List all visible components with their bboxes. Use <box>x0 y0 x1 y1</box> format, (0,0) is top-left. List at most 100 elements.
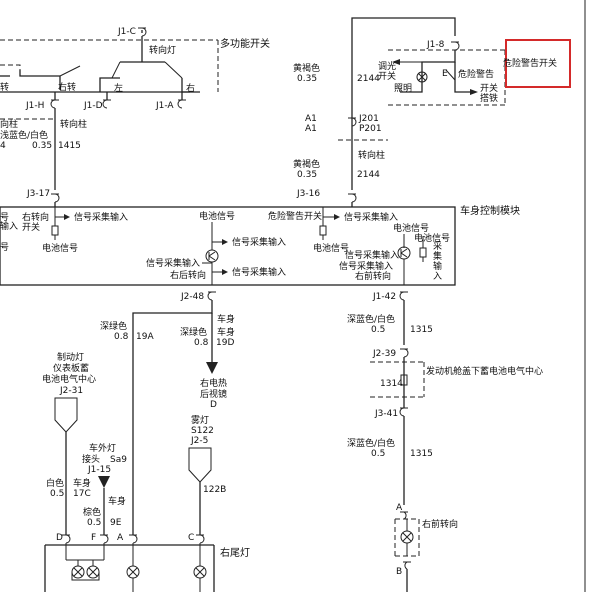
switch-blade-mid <box>111 61 121 79</box>
left-wire-gauge: 0.35 <box>32 141 52 151</box>
bcm-left-arrow-icon <box>64 214 70 220</box>
gauge-08b: 0.8 <box>194 338 209 348</box>
hazard-title-highlight <box>505 39 571 88</box>
tail-pin-f-shape <box>100 534 109 544</box>
front-turn-lamp-cross <box>402 532 412 542</box>
switch-blade-left <box>59 65 81 77</box>
tail-light-label: 右尾灯 <box>220 546 250 559</box>
hazard-wire-circuit-top: 2144 <box>357 74 380 84</box>
left-wire-gauge-cut: 4 <box>0 141 6 151</box>
switch-link-left <box>0 64 21 72</box>
bcm-box <box>0 206 456 286</box>
resistor-right-icon <box>319 225 327 236</box>
dk-green-label2: 深绿色 <box>180 326 207 338</box>
dimmer-label1: 调光 <box>378 60 396 72</box>
right-rear-turn-label: 右后转向 <box>170 269 206 281</box>
j2-48-pin <box>207 291 216 301</box>
ext-light-sa9: Sa9 <box>110 455 127 465</box>
lamp-cross <box>418 73 426 81</box>
bcm-mid-arrow3-icon <box>222 269 228 275</box>
bcm-cut3: 号 <box>0 242 9 253</box>
gauge-05a: 0.5 <box>371 325 385 335</box>
bcm-signal-input-3: 信号采集输入 <box>146 257 200 269</box>
circuit-19a: 19A <box>136 332 154 342</box>
j1a-pin <box>177 99 186 109</box>
right-front-turn-label: 右前转向 <box>355 270 391 282</box>
wire-19a <box>132 300 213 535</box>
right-turn-label: 右转 <box>58 81 76 93</box>
heated-mirror-1: 右电热 <box>200 377 227 389</box>
lamp-grounds <box>132 578 201 592</box>
tail-internal-wires <box>65 543 201 566</box>
underhood-label: 发动机舱盖下蓄电池电气中心 <box>426 365 543 377</box>
lamp-icon <box>416 71 428 83</box>
j1-42-pin <box>399 291 408 301</box>
stop-lamp-cross <box>73 567 83 577</box>
dual-lamp-leads <box>77 560 94 566</box>
tail-lamp-cross <box>88 567 98 577</box>
body-b-label: 车身 <box>217 326 235 338</box>
heated-mirror-pin: D <box>210 400 217 410</box>
pin-j2-39: J2-39 <box>372 349 396 359</box>
right-turn-switch-label2: 开关 <box>22 221 40 233</box>
hazard-label: 危险警告 <box>458 68 494 80</box>
gauge-05b: 0.5 <box>371 449 385 459</box>
bcm-signal-input-5: 信号采集输入 <box>344 211 398 223</box>
e-mark: E <box>442 69 448 79</box>
pin-j3-41: J3-41 <box>374 409 398 419</box>
tail-pin-d: D <box>56 533 63 543</box>
fog-label2: S122 <box>191 426 214 436</box>
circuit-122b: 122B <box>203 485 226 495</box>
pin-b-front: B <box>396 567 402 577</box>
right-turn-switch-label1: 右转向 <box>22 211 49 223</box>
left-turn-cut-label: 转 <box>0 81 9 93</box>
left-wire-color: 浅蓝色/白色 <box>0 129 48 141</box>
pin-j2-48: J2-48 <box>180 292 204 302</box>
hazard-column-label: 转向柱 <box>358 149 385 161</box>
body-c-label: 车身 <box>73 477 91 489</box>
collect-3: 输 <box>433 260 442 272</box>
heated-mirror-2: 后视镜 <box>200 388 227 400</box>
tail-pin-c: C <box>188 533 194 543</box>
j3-17-pin <box>51 193 60 203</box>
left-contact-pad <box>99 77 120 92</box>
bcm-hazard-switch-label: 危险警告开关 <box>268 210 322 222</box>
j1d-pin <box>102 99 111 109</box>
bcm-mid-arrow1-icon <box>222 239 228 245</box>
bcm-signal-input-1: 信号采集输入 <box>74 211 128 223</box>
fog-lamp-cross <box>195 567 205 577</box>
fog-pin: J2-5 <box>190 436 208 446</box>
fog-fuse-icon <box>188 447 212 483</box>
body-d-label: 车身 <box>108 495 126 507</box>
ext-light-pin: J1-15 <box>87 465 111 475</box>
front-turn-pin-a <box>400 511 408 520</box>
gauge-05br: 0.5 <box>87 518 101 528</box>
left-contact <box>19 70 61 90</box>
collect-1: 采 <box>433 241 442 252</box>
pin-j3-17: J3-17 <box>26 189 50 199</box>
bcm-battery-signal-5: 电池信号 <box>414 232 450 244</box>
dk-blue-label2: 深蓝色/白色 <box>347 437 395 449</box>
right-label: 右 <box>186 82 195 94</box>
dual-lamp-bracket <box>71 572 100 581</box>
pin-j1-a: J1-A <box>155 101 174 111</box>
bcm-battery-signal-4: 电池信号 <box>393 222 429 234</box>
brake-label1: 制动灯 <box>57 351 84 363</box>
dk-green-label: 深绿色 <box>100 320 127 332</box>
j1h-pin <box>50 99 59 109</box>
hazard-wire-gauge-bottom: 0.35 <box>297 170 317 180</box>
steering-column-label: 转向柱 <box>60 118 87 130</box>
bcm-cut1: 号 <box>0 212 9 223</box>
switch-ground-label2: 搭铁 <box>480 92 498 104</box>
pin-j1-42: J1-42 <box>372 292 396 302</box>
left-wire-label1: 向柱 <box>0 118 18 130</box>
resistor-right2-icon <box>419 247 427 258</box>
bcm-battery-signal-1: 电池信号 <box>42 242 78 254</box>
connector-j1-c: J1-C <box>117 27 136 37</box>
j1-8-pin <box>451 41 460 51</box>
mirror-arrow-icon <box>206 362 218 374</box>
hazard-contact-blade <box>445 69 456 81</box>
connector-j1-8: J1-8 <box>426 40 445 50</box>
